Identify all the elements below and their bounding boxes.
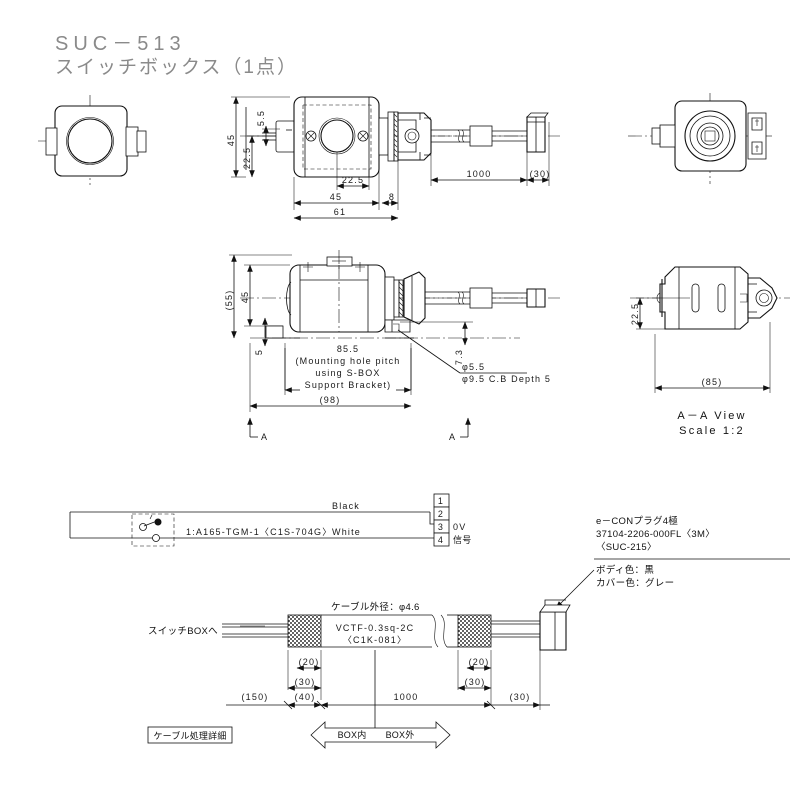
dim-1000-cable: 1000 [394,692,419,702]
dim-right-30: (30) [465,677,486,687]
plan-view: 45 22.5 5.5 22.5 45 8 61 1000 (30) [226,96,560,221]
dim-5_5-vertical: 5.5 [256,110,266,126]
note-hole-dia: φ5.5 [462,362,485,372]
front-view-small [38,95,147,185]
section-caption-line1: A－A View [677,410,746,422]
drawing-title: SUC－513 [55,33,186,55]
dim-22_5-vertical: 22.5 [242,147,252,169]
dim-1000: 1000 [467,169,492,179]
wire-label-black: Black [332,501,360,511]
label-box-outside: BOX外 [386,729,415,740]
dim-55-vertical: (55) [224,290,234,311]
right-side-view [628,93,772,184]
dim-left-20: (20) [299,657,320,667]
elevation-view: (55) 45 5 7.3 85.5 (Mounting hole pitch … [224,250,560,442]
dim-left-30: (30) [295,677,316,687]
terminal-label-3: 0V [453,522,466,532]
terminal-num-1: 1 [438,496,444,506]
wiring-schematic: 1:A165-TGM-1〈C1S-704G〉 Black White 1 2 3… [69,493,471,547]
dim-30-cable: (30) [510,692,531,702]
dim-61-horizontal: 61 [334,207,346,217]
terminal-num-3: 3 [438,522,444,532]
label-detail-title: ケーブル処理詳細 [153,730,226,741]
dim-150: (150) [241,692,268,702]
wire-label-white: White [332,527,361,537]
terminal-block: 1 2 3 4 0V 信号 [433,493,471,547]
note-pitch-line3: Support Bracket) [305,380,392,390]
note-pitch-line2: using S-BOX [315,368,380,378]
connector-note-body-color: ボディ色：黒 [596,564,654,576]
section-caption-line2: Scale 1:2 [679,425,745,437]
dim-right-20: (20) [469,657,490,667]
label-cable-outer-dia: ケーブル外径：φ4.6 [331,601,420,613]
label-cable-spec-line2: 〈C1K-081〉 [343,635,407,645]
label-box-inside: BOX内 [338,729,367,740]
connector-note-cover-color: カバー色：グレー [596,577,674,589]
terminal-label-4: 信号 [453,534,471,545]
terminal-num-2: 2 [438,509,444,519]
connector-note: e－CONプラグ4極 37104-2206-000FL〈3M〉 〈SUC-215… [555,515,790,609]
section-mark-left: A [261,432,268,442]
note-pitch-value: 85.5 [337,344,359,354]
dim-5-vertical: 5 [254,349,264,355]
dim-45-horizontal: 45 [330,192,342,202]
section-a-a-view: 22.5 (85) A－A View Scale 1:2 [630,266,790,437]
cable-processing-detail: スイッチBOXへ ケーブル外径：φ4.6 VCTF-0.3sq-2C 〈C1K-… [147,599,571,749]
connector-note-line2: 37104-2206-000FL〈3M〉 [596,529,715,540]
dim-40: (40) [295,692,316,702]
note-hole-cb: φ9.5 C.B Depth 5 [462,374,551,384]
terminal-num-4: 4 [438,535,444,545]
label-to-switch-box: スイッチBOXへ [148,626,218,637]
dim-85-section: (85) [702,377,723,387]
dim-30-plug: (30) [530,169,551,179]
note-pitch-line1: (Mounting hole pitch [295,356,400,366]
connector-note-line3: 〈SUC-215〉 [596,542,657,553]
dim-45-vertical-2: 45 [240,291,250,303]
drawing-subtitle: スイッチボックス（1点） [55,56,298,78]
dim-22_5-horizontal: 22.5 [342,175,364,185]
dim-22_5-section: 22.5 [630,303,640,325]
section-mark-right: A [449,432,456,442]
dim-8-horizontal: 8 [389,192,395,202]
wiring-switch-label: 1:A165-TGM-1〈C1S-704G〉 [186,527,332,537]
label-cable-spec-line1: VCTF-0.3sq-2C [336,623,415,633]
dim-7_3-vertical: 7.3 [454,349,464,365]
dim-45-vertical: 45 [226,134,236,146]
dim-98-horizontal: (98) [320,395,341,405]
connector-note-line1: e－CONプラグ4極 [596,515,678,527]
